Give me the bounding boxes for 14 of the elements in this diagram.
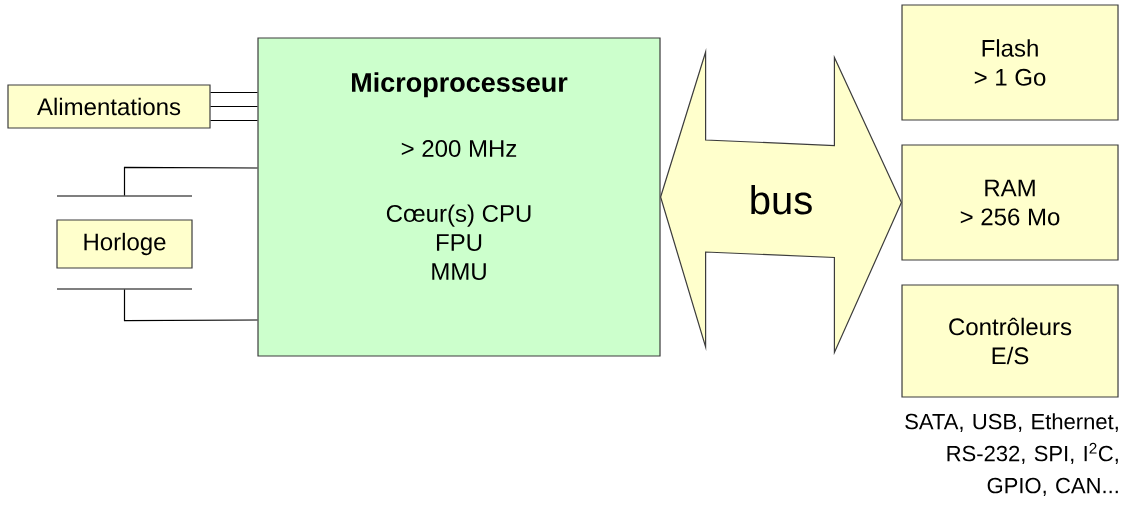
connector-line [123,166,258,196]
connector-line [210,105,258,108]
interface-note: SATA, USB, Ethernet, RS-232, SPI, I$^{2}$C, GPIO, CAN... [905,413,1118,496]
connector-line [210,119,258,122]
connector-line [210,91,258,94]
memory-box: Flash > 1 Go [901,4,1119,121]
edge-label: bus [746,183,816,217]
controller-box: Contrôleurs E/S [901,284,1119,398]
power-box: Alimentations [7,84,211,129]
bus-arrow [660,48,903,356]
connector-line [123,289,258,322]
clock-box: Horloge [56,219,193,269]
memory-box: RAM > 256 Mo [901,144,1119,261]
processor-box: Microprocesseur > 200 MHz Cœur(s) CPU FPU MMU [257,37,661,357]
